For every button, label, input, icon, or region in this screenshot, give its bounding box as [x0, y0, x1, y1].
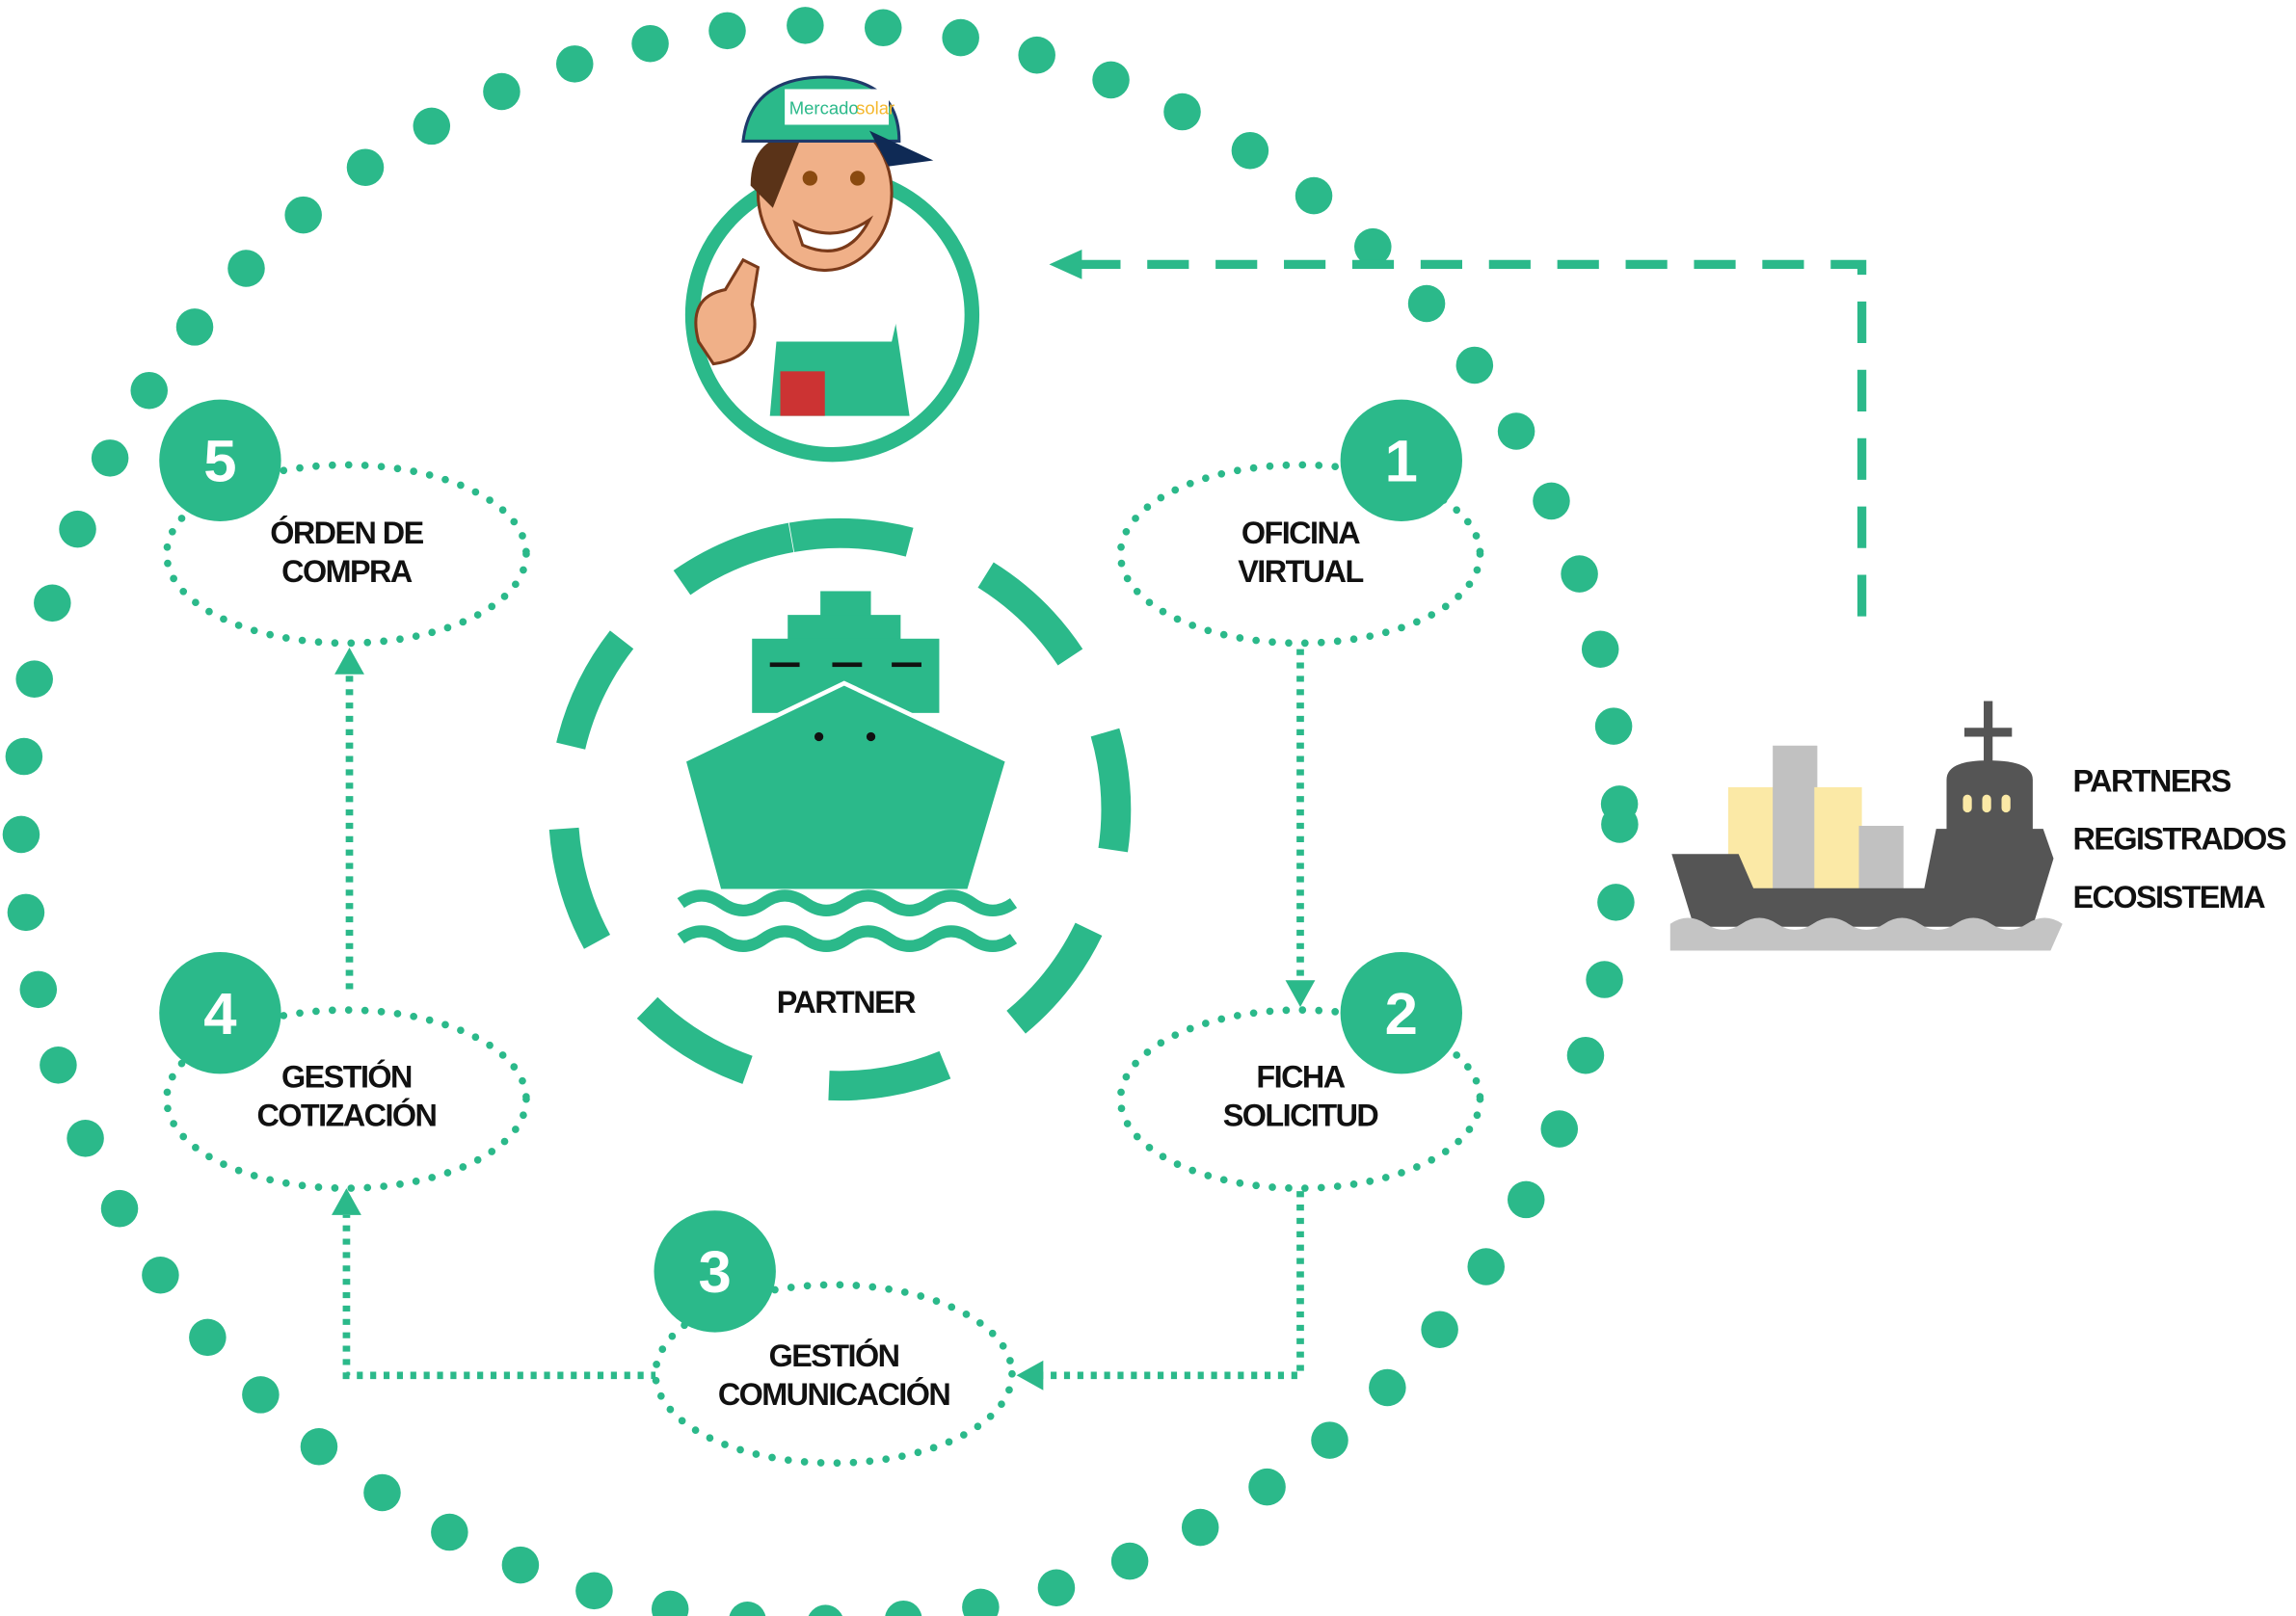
process-connectors: [342, 649, 1304, 1380]
step-1-label-line1: OFICINA: [1241, 516, 1360, 550]
arrow-up-icon: [332, 1188, 361, 1215]
step-5-label-line2: COMPRA: [281, 554, 413, 589]
center-dashed-ring: [548, 517, 1132, 1101]
cargo-ship-icon: [1669, 701, 2063, 951]
step-4-badge: 4: [159, 952, 281, 1074]
step-5-number: 5: [203, 428, 236, 494]
step-4-label-line1: GESTIÓN: [281, 1058, 412, 1094]
step-3-bubble: [652, 1281, 1016, 1468]
connector-3-4: [342, 1214, 657, 1380]
step-3-label-line1: GESTIÓN: [769, 1338, 899, 1373]
step-5-bubble: [163, 461, 530, 648]
step-2-label-line2: SOLICITUD: [1223, 1098, 1379, 1132]
step-1-label-line2: VIRTUAL: [1238, 554, 1363, 589]
outer-dotted-ring: [2, 7, 1639, 1616]
mascot-avatar: Mercado solar: [684, 75, 980, 463]
step-1-number: 1: [1385, 428, 1418, 494]
step-1-badge: 1: [1340, 399, 1462, 522]
connector-2-3: [1040, 1191, 1304, 1380]
step-5-label-line1: ÓRDEN DE: [270, 515, 423, 550]
arrow-head-icon: [1049, 249, 1082, 279]
step-2-number: 2: [1385, 981, 1418, 1047]
step-2-label-line1: FICHA: [1256, 1059, 1345, 1094]
cap-logo-text-left: Mercado: [789, 98, 859, 119]
arrow-left-icon: [1016, 1360, 1044, 1391]
step-2-badge: 2: [1340, 952, 1462, 1074]
ship-icon: [677, 591, 1018, 952]
cap-logo-text-right: solar: [856, 98, 894, 119]
step-3-number: 3: [699, 1239, 732, 1306]
center-label: PARTNER: [777, 985, 916, 1020]
arrow-up-icon: [334, 648, 364, 675]
step-3-label-line2: COMUNICACIÓN: [718, 1376, 950, 1412]
step-5-badge: 5: [159, 399, 281, 522]
ecosystem-label-line2: REGISTRADOS: [2072, 822, 2285, 857]
step-4-label-line2: COTIZACIÓN: [256, 1097, 436, 1132]
ecosystem-label-line1: PARTNERS: [2072, 764, 2230, 799]
ecosystem-label-line3: ECOSISTEMA: [2072, 880, 2265, 914]
step-4-number: 4: [203, 981, 236, 1047]
step-3-badge: 3: [654, 1210, 776, 1333]
arrow-down-icon: [1285, 980, 1316, 1008]
connector-arrowheads: [332, 648, 1316, 1391]
ecosystem-arrow: [1073, 259, 1867, 617]
